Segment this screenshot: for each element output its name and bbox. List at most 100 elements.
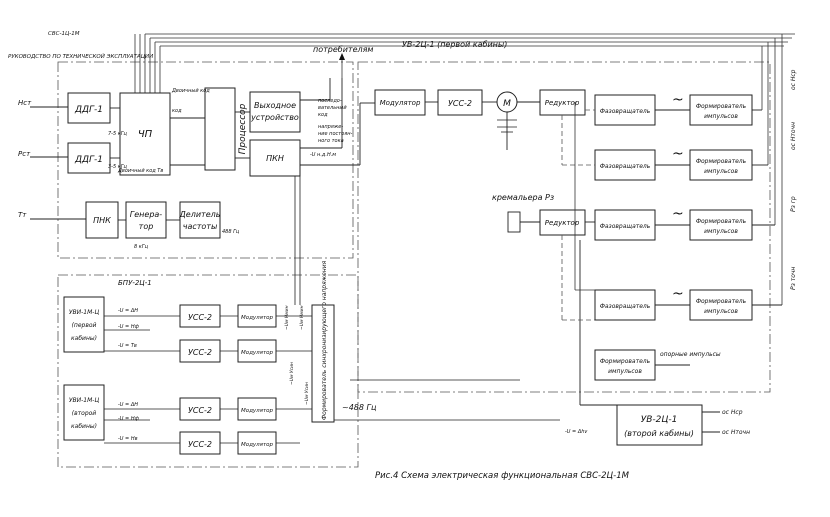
- output-rz-tochn: Рз точн: [790, 267, 797, 290]
- label-serial-code-l2: вательный: [318, 105, 347, 111]
- label-u-dh: -U = ΔН: [118, 308, 138, 314]
- block-output-device-l1: Выходное: [254, 101, 296, 110]
- label-u-h: -U = Нф: [118, 324, 140, 330]
- block-pnk: ПНК: [93, 216, 111, 225]
- block-ucc2-b4: УСС-2: [188, 440, 212, 449]
- block-pkn: ПКН: [266, 154, 284, 163]
- block-pulse-former-2-l2: импульсов: [704, 168, 738, 175]
- block-generator-l2: тор: [139, 222, 154, 231]
- frame-svs-unit: [57, 61, 354, 259]
- block-pulse-former-3-l2: импульсов: [704, 228, 738, 235]
- svg-text:~: ~: [672, 146, 684, 162]
- kremalera-knob: [507, 211, 521, 233]
- block-phase-shifter-3: Фазовращатель: [600, 223, 651, 230]
- block-uv-cabin2-l1: УВ-2Ц-1: [641, 415, 678, 425]
- frame-uv-cabin1: [357, 61, 771, 393]
- label-u-h2: -U = Нф: [118, 416, 140, 422]
- block-reducer-2: Редуктор: [545, 219, 580, 227]
- figure-caption: Рис.4 Схема электрическая функциональная…: [375, 471, 630, 481]
- block-uvi1-l1: УВИ-1М-Ц: [69, 309, 100, 316]
- label-u-values: -U н.д.Н.м: [310, 152, 336, 158]
- block-ddg1-b: ДДГ-1: [74, 155, 103, 165]
- block-pulse-former-5-l1: Формирователь: [600, 358, 651, 365]
- label-binary-code-top: Двоичный код: [171, 88, 210, 94]
- input-tt: Тт: [18, 211, 27, 219]
- block-ddg1-a: ДДГ-1: [74, 105, 103, 115]
- label-kremalera: кремальера Рз: [492, 193, 554, 202]
- block-generator-l1: Генера-: [130, 210, 163, 219]
- block-modulator-b3: Модулятор: [241, 408, 274, 414]
- block-pulse-former-5-l2: импульсов: [608, 368, 642, 375]
- block-divider-l1: Делитель: [179, 210, 221, 219]
- label-u-hv: -U = Нв: [118, 436, 138, 442]
- label-u-vmod2: ~Uм Усин: [289, 362, 295, 385]
- block-motor: М: [503, 99, 511, 109]
- label-ref-pulses: опорные импульсы: [660, 351, 721, 358]
- block-ucc2-main: УСС-2: [448, 99, 472, 108]
- label-f-gen: 8 кГц: [134, 244, 149, 250]
- block-modulator-b1: Модулятор: [241, 315, 274, 321]
- output-os-htochn: ос Нточн: [790, 122, 797, 150]
- svg-text:~: ~: [672, 206, 684, 222]
- svg-text:~: ~: [672, 286, 684, 302]
- block-uvi1-l3: кабины): [71, 335, 97, 342]
- frame-bpu: [57, 274, 359, 468]
- label-dc-l1: напряже-: [318, 124, 343, 130]
- label-u-tv: -U = Тв: [118, 343, 137, 349]
- document-code: СВС-1Ц-1М: [48, 31, 80, 37]
- block-uv-cabin2-l2: (второй кабины): [624, 429, 694, 438]
- block-pulse-former-4-l1: Формирователь: [696, 298, 747, 305]
- block-pulse-former-1-l1: Формирователь: [696, 103, 747, 110]
- block-phase-shifter-4: Фазовращатель: [600, 303, 651, 310]
- block-divider-l2: частоты: [183, 222, 218, 231]
- input-pst: Рст: [18, 150, 31, 158]
- label-u-vmod4: ~Uм Усин: [304, 382, 310, 405]
- svg-text:~: ~: [672, 92, 684, 108]
- label-serial-code-l3: код: [318, 112, 328, 118]
- label-f2: 3-5 кГц: [108, 164, 128, 170]
- block-processor: Процессор: [238, 103, 248, 154]
- output-rz-gr: Рз гр: [790, 196, 797, 212]
- label-binary-code-bottom: Двоичный код Тв: [117, 168, 163, 174]
- block-uvi2-l2: (второй: [72, 410, 97, 417]
- output-os-htochn-2: ос Нточн: [722, 429, 750, 436]
- block-pulse-former-3-l1: Формирователь: [696, 218, 747, 225]
- block-phase-shifter-2: Фазовращатель: [600, 163, 651, 170]
- block-phase-shifter-1: Фазовращатель: [600, 108, 651, 115]
- label-dc-l2: ние постоян-: [318, 131, 353, 137]
- block-pulse-former-4-l2: импульсов: [704, 308, 738, 315]
- label-488hz: ~488 Гц: [342, 403, 377, 412]
- consumers-label: потребителям: [313, 45, 373, 54]
- block-modulator-main: Модулятор: [380, 99, 421, 107]
- block-chp: ЧП: [138, 129, 153, 140]
- label-u-vmod3: ~Uм Нмин: [299, 305, 305, 330]
- block-uvi1-l2: (первой: [72, 322, 97, 329]
- label-f-div: 488 Гц: [222, 229, 240, 235]
- block-reducer-1: Редуктор: [545, 99, 580, 107]
- label-u-dhv: -U = Δhv: [565, 429, 588, 435]
- input-hst: Нст: [18, 99, 32, 107]
- label-f1: 7-5 кГц: [108, 131, 128, 137]
- output-os-hsr: ос Нср: [790, 69, 797, 90]
- block-output-device-l2: устройство: [250, 113, 299, 122]
- block-ucc2-b3: УСС-2: [188, 406, 212, 415]
- label-u-dh2: -U = ΔН: [118, 402, 138, 408]
- label-code: код: [172, 108, 182, 114]
- block-sync-former: Формирователь синхронизирующего напряжен…: [321, 260, 328, 420]
- output-os-hsr-2: ос Нср: [722, 409, 743, 416]
- block-ucc2-b2: УСС-2: [188, 348, 212, 357]
- block-ucc2-b1: УСС-2: [188, 313, 212, 322]
- block-pulse-former-1-l2: импульсов: [704, 113, 738, 120]
- block-uvi2-l1: УВИ-1М-Ц: [69, 397, 100, 404]
- document-title: РУКОВОДСТВО ПО ТЕХНИЧЕСКОЙ ЭКСПЛУАТАЦИИ: [8, 53, 153, 60]
- label-serial-code-l1: последо-: [318, 98, 342, 104]
- bpu-title: БПУ-2Ц-1: [118, 279, 152, 287]
- block-modulator-b4: Модулятор: [241, 442, 274, 448]
- block-modulator-b2: Модулятор: [241, 350, 274, 356]
- label-u-vmod1: ~Uм Нмин: [284, 305, 290, 330]
- block-uvi2-l3: кабины): [71, 423, 97, 430]
- block-pulse-former-2-l1: Формирователь: [696, 158, 747, 165]
- uv-cabin1-title: УВ-2Ц-1 (первой кабины): [402, 40, 507, 49]
- label-dc-l3: ного тока: [318, 138, 344, 144]
